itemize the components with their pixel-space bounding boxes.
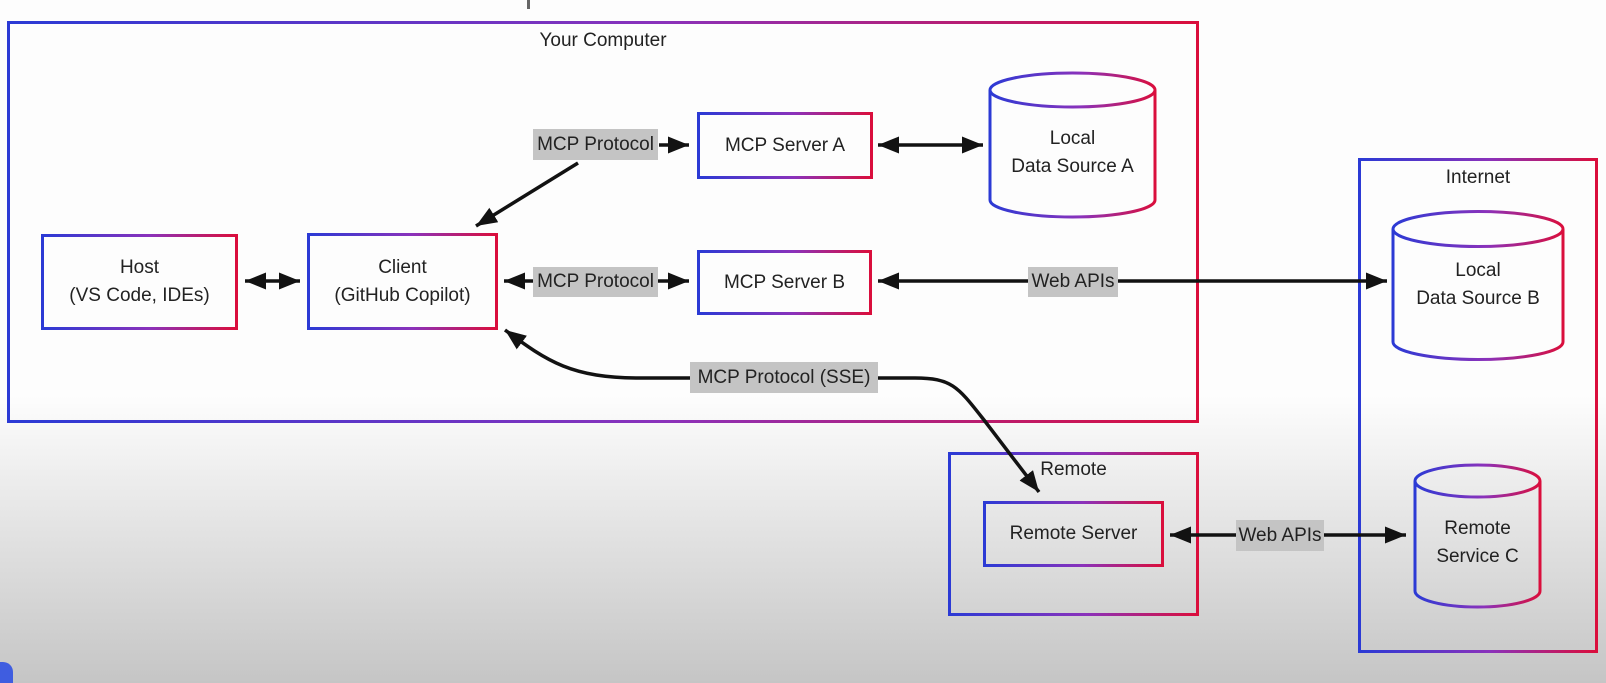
local-data-source-b-line2: Data Source B — [1416, 288, 1540, 309]
local-data-source-a-caption: Local Data Source A — [990, 118, 1155, 188]
edge-label-mcp-protocol-sse: MCP Protocol (SSE) — [690, 362, 878, 393]
top-tick-artifact — [527, 0, 530, 9]
client-line2: (GitHub Copilot) — [334, 284, 471, 306]
edge-label-web-apis-b: Web APIs — [1028, 267, 1118, 297]
local-data-source-b-line1: Local — [1455, 260, 1501, 281]
local-data-source-b-cylinder — [1391, 210, 1565, 361]
remote-label: Remote — [1040, 459, 1107, 480]
local-data-source-a-cylinder — [988, 71, 1157, 219]
mcp-server-b-node: MCP Server B — [697, 250, 872, 315]
host-line1: Host — [119, 257, 160, 278]
arrow-mcpprotocol-client — [475, 161, 579, 228]
client-line1: Client — [378, 256, 427, 278]
edge-label-mcp-protocol-a: MCP Protocol — [533, 129, 658, 160]
mcp-server-b-label: MCP Server B — [723, 271, 846, 293]
edge-label-mcp-protocol-b: MCP Protocol — [533, 267, 658, 297]
local-data-source-a-line2: Data Source A — [1011, 156, 1134, 177]
internet-container: Internet — [1358, 158, 1598, 653]
internet-label: Internet — [1445, 167, 1511, 188]
your-computer-label: Your Computer — [539, 30, 667, 51]
remote-server-label: Remote Server — [1009, 523, 1138, 544]
host-node: Host (VS Code, IDEs) — [41, 234, 238, 330]
host-line2: (VS Code, IDEs) — [69, 285, 210, 306]
mcp-server-a-label: MCP Server A — [724, 134, 846, 156]
mcp-server-a-node: MCP Server A — [697, 112, 873, 179]
arrow-client-remoteserver-sse — [503, 328, 1041, 494]
bottom-left-badge — [0, 662, 13, 683]
remote-service-c-line1: Remote — [1444, 518, 1511, 539]
remote-service-c-caption: Remote Service C — [1415, 508, 1540, 578]
remote-service-c-cylinder — [1413, 463, 1542, 609]
local-data-source-b-caption: Local Data Source B — [1393, 250, 1563, 320]
local-data-source-a-line1: Local — [1049, 128, 1096, 149]
edge-label-web-apis-c: Web APIs — [1236, 520, 1324, 551]
remote-server-node: Remote Server — [983, 501, 1164, 567]
remote-service-c-line2: Service C — [1436, 546, 1519, 567]
client-node: Client (GitHub Copilot) — [307, 233, 498, 330]
